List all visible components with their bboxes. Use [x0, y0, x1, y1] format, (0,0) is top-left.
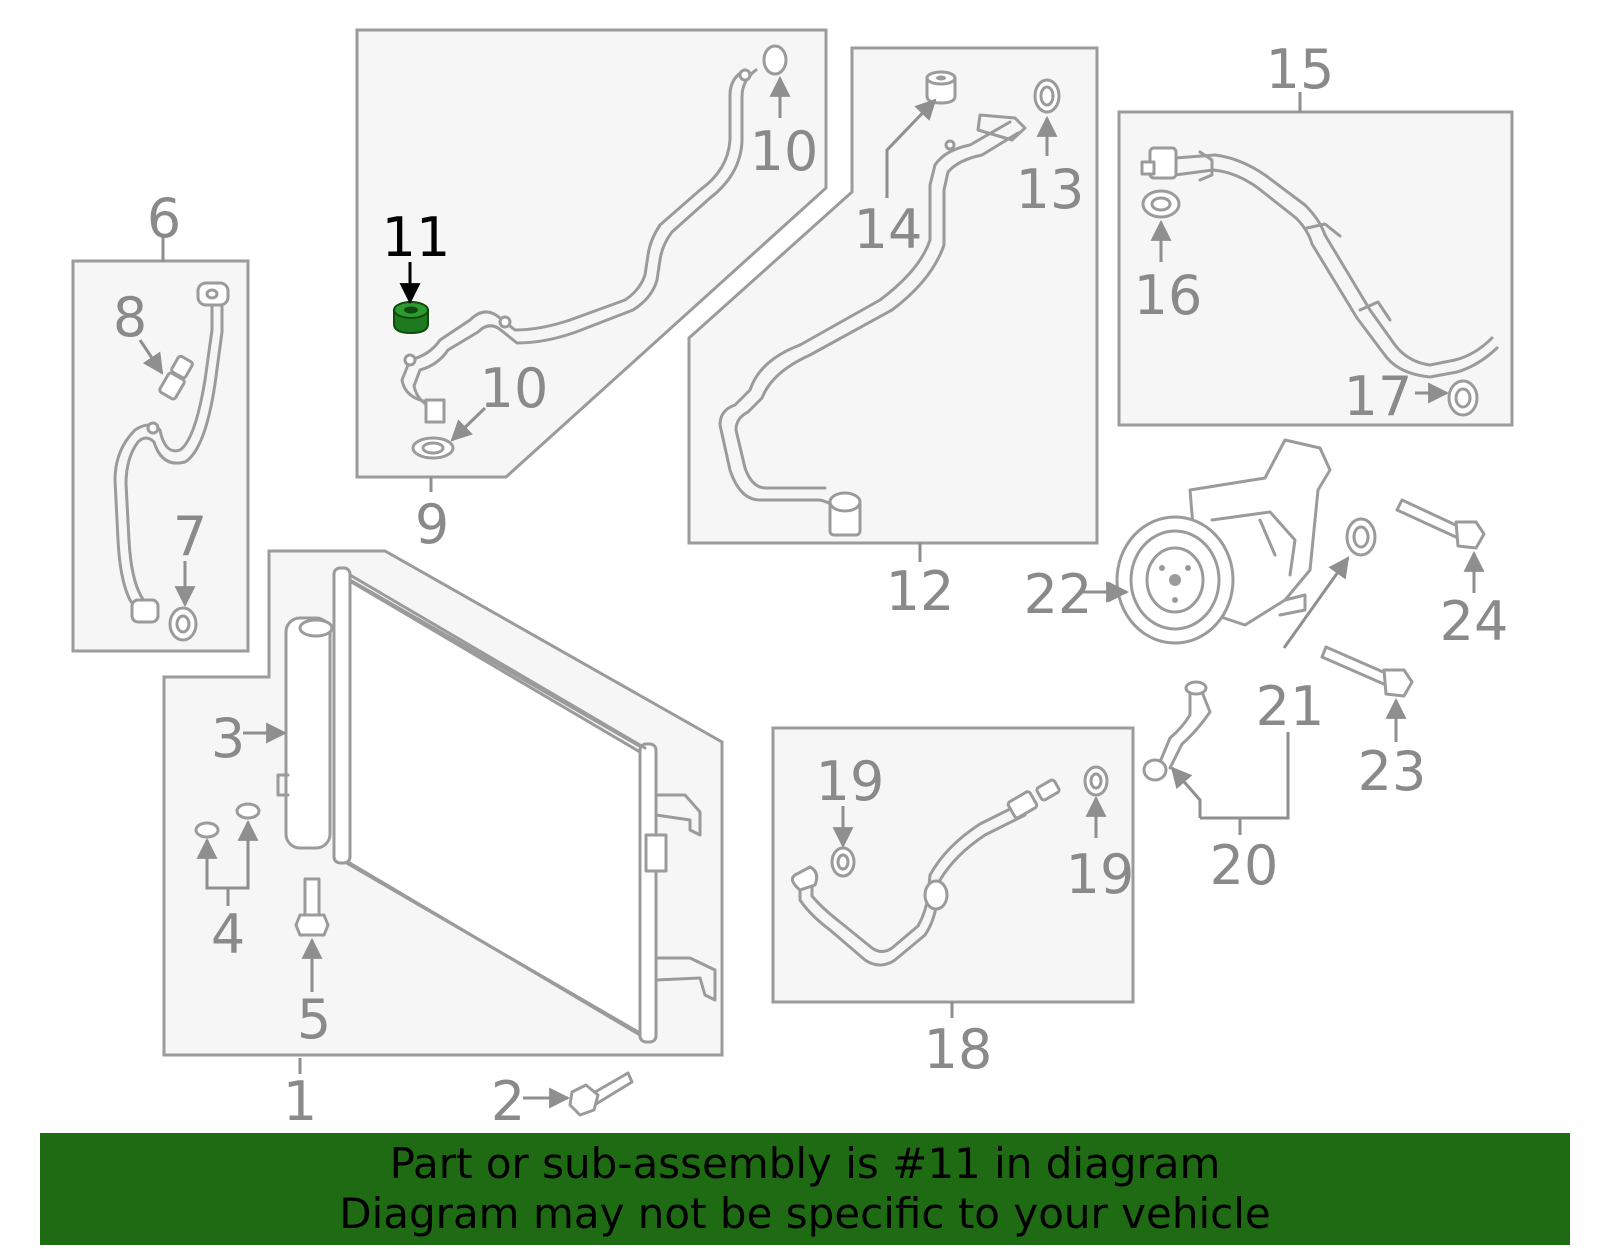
callout-21: 21 [1256, 675, 1325, 738]
leader-lines [138, 75, 1485, 1109]
o-ring-19b [1083, 765, 1109, 797]
callout-20: 20 [1210, 834, 1279, 897]
callout-6: 6 [147, 187, 181, 250]
callout-17: 17 [1344, 365, 1413, 428]
panel-12-discharge-line [687, 46, 1099, 545]
callout-24: 24 [1440, 590, 1509, 653]
panel-9-liquid-line [355, 28, 828, 479]
suction-hose [1140, 146, 1499, 379]
callout-22: 22 [1024, 563, 1093, 626]
liquid-line-tube [400, 68, 758, 424]
callout-16: 16 [1134, 264, 1203, 327]
callout-19-left: 19 [816, 750, 885, 813]
o-ring-7 [168, 606, 198, 642]
callout-12: 12 [886, 560, 955, 623]
receiver-drier-3 [276, 616, 334, 850]
o-ring-10-upper [762, 44, 788, 76]
callout-14: 14 [854, 198, 923, 261]
callout-18: 18 [924, 1018, 993, 1081]
bolt-2 [568, 1071, 634, 1117]
o-ring-10-lower [411, 436, 455, 460]
callout-13: 13 [1016, 158, 1085, 221]
info-banner: Part or sub-assembly is #11 in diagram D… [40, 1133, 1570, 1245]
callout-10-upper: 10 [750, 120, 819, 183]
hose-18 [790, 778, 1061, 967]
o-ring-21 [1345, 517, 1377, 557]
callout-8: 8 [113, 286, 147, 349]
callout-7: 7 [173, 505, 207, 568]
callout-4: 4 [211, 903, 245, 966]
pressure-line [113, 281, 230, 624]
callout-15: 15 [1266, 38, 1335, 101]
bolt-5 [294, 877, 330, 937]
o-ring-16 [1141, 189, 1181, 219]
fitting-20 [1142, 680, 1212, 782]
o-ring-4b [235, 802, 261, 820]
part-11-cap-highlighted[interactable] [393, 301, 429, 335]
part-14-cap [925, 70, 957, 105]
callout-10-lower: 10 [480, 357, 549, 420]
o-ring-4a [194, 821, 220, 839]
o-ring-13 [1033, 78, 1061, 114]
callout-2: 2 [491, 1070, 525, 1133]
callout-11-highlighted: 11 [382, 206, 451, 269]
banner-line-1: Part or sub-assembly is #11 in diagram [389, 1139, 1221, 1188]
callout-3: 3 [211, 707, 245, 770]
panel-6-pressure-line [71, 259, 250, 653]
part-8-sensor [158, 354, 194, 401]
banner-line-2: Diagram may not be specific to your vehi… [339, 1189, 1271, 1238]
o-ring-17 [1447, 379, 1479, 417]
callout-5: 5 [297, 988, 331, 1051]
condenser [332, 566, 717, 1044]
callout-23: 23 [1358, 740, 1427, 803]
o-ring-19a [830, 846, 856, 878]
compressor-22 [1115, 438, 1332, 645]
callout-1: 1 [283, 1070, 317, 1133]
callout-19-right: 19 [1066, 843, 1135, 906]
bolt-24 [1395, 498, 1486, 550]
bolt-23 [1320, 645, 1414, 698]
discharge-line-tube [718, 113, 1027, 537]
callout-9: 9 [415, 493, 449, 556]
